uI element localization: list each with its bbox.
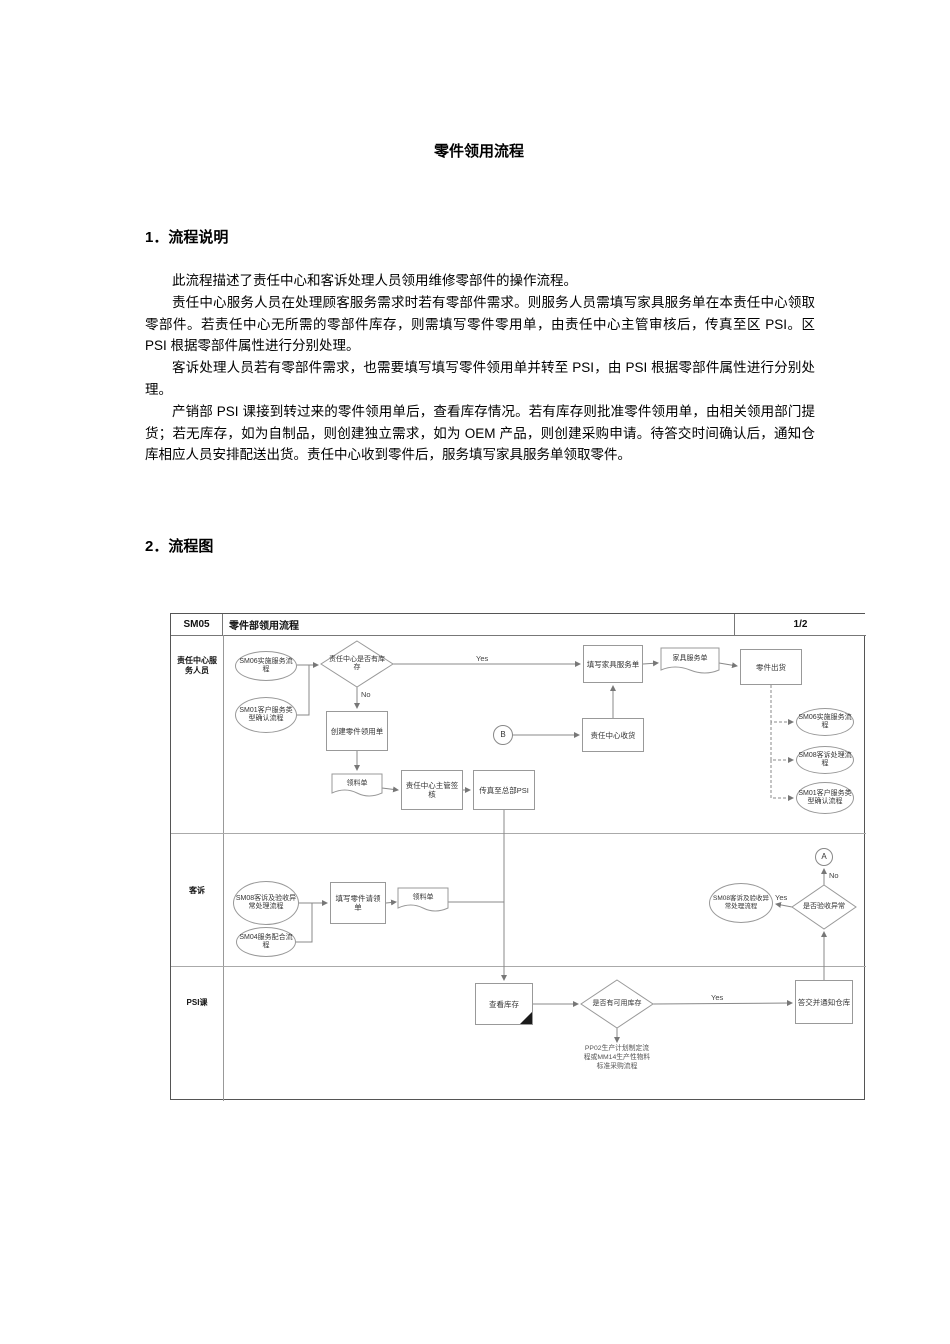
process-oval-sm08-side: SM08客诉及验收异常处理流程	[709, 883, 773, 923]
step-confirm-and-notify-warehouse: 答交并通知仓库	[795, 980, 853, 1024]
connector-a: A	[815, 848, 833, 866]
flowchart-page-number: 1/2	[734, 614, 866, 635]
decision-stock-usable: 是否有可用库存	[592, 999, 642, 1007]
flowchart: SM05 零件部领用流程 1/2 责任中心服务人员 客诉 PSI课	[170, 613, 866, 1101]
lane-label-responsibility-center: 责任中心服务人员	[177, 656, 217, 676]
flow-label-yes: Yes	[711, 993, 724, 1002]
paragraph: 此流程描述了责任中心和客诉处理人员领用维修零部件的操作流程。	[172, 273, 577, 288]
paragraph: 客诉处理人员若有零部件需求，也需要填写填写零件领用单并转至 PSI，由 PSI …	[145, 360, 815, 397]
flow-label-yes: Yes	[775, 893, 788, 902]
header-divider	[171, 635, 866, 636]
decision-stock-available: 责任中心是否有库存	[329, 655, 385, 671]
process-oval-sm08-end: SM08客诉处理流程	[796, 746, 854, 774]
step-check-inventory: 查看库存	[475, 983, 533, 1025]
paragraph: 产销部 PSI 课接到转过来的零件领用单后，查看库存情况。若有库存则批准零件领用…	[145, 403, 815, 463]
step-center-receive-goods: 责任中心收货	[582, 718, 644, 752]
step-fill-furniture-service-form: 填写家具服务单	[583, 645, 643, 683]
document-furniture-service-form: 家具服务单	[672, 654, 708, 662]
lane-label-customer-complaint: 客诉	[189, 886, 205, 895]
lane-separator	[171, 966, 866, 967]
folded-corner-icon	[520, 1012, 532, 1024]
paragraph: 责任中心服务人员在处理顾客服务需求时若有零部件需求。则服务人员需填写家具服务单在…	[145, 294, 815, 354]
connector-b: B	[493, 725, 513, 745]
process-oval-sm04-start: SM04服务配合流程	[236, 927, 296, 957]
flow-connectors	[296, 640, 857, 1043]
flow-label-no: No	[361, 690, 371, 699]
flowchart-code: SM05	[171, 614, 223, 635]
step-fill-parts-request-form: 填写零件请领单	[330, 882, 386, 924]
note-pp02-mm14-process: PP02生产计划制定流程或MM14生产性物料标准采购流程	[583, 1045, 651, 1071]
lane-separator	[171, 833, 866, 834]
decision-acceptance-abnormal: 是否验收异常	[803, 902, 845, 910]
process-oval-sm06-end: SM06实施服务流程	[796, 708, 854, 736]
step-supervisor-sign-off: 责任中心主管签核	[401, 770, 463, 810]
flow-label-yes: Yes	[476, 654, 489, 663]
step-parts-shipment: 零件出货	[740, 649, 802, 685]
step-check-inventory-label: 查看库存	[489, 999, 519, 1009]
process-description: 此流程描述了责任中心和客诉处理人员领用维修零部件的操作流程。 责任中心服务人员在…	[145, 270, 815, 466]
section2-heading: 2．流程图	[145, 538, 214, 555]
flow-label-no: No	[829, 871, 839, 880]
process-oval-sm06-start: SM06实施服务流程	[235, 651, 297, 681]
process-oval-sm01-end: SM01客户服务类型确认流程	[796, 782, 854, 814]
lane-label-divider	[223, 635, 224, 1101]
document-material-requisition-2: 领料单	[412, 893, 434, 901]
document-material-requisition-1: 领料单	[346, 779, 368, 787]
flowchart-title: 零件部领用流程	[223, 614, 734, 635]
section1-heading: 1．流程说明	[145, 229, 229, 246]
lane-label-psi: PSI课	[186, 998, 208, 1007]
step-fax-to-hq-psi: 传真至总部PSI	[473, 770, 535, 810]
process-oval-sm01-start: SM01客户服务类型确认流程	[235, 697, 297, 733]
process-oval-sm08-start: SM08客诉及验收异常处理流程	[233, 881, 299, 925]
page-title: 零件领用流程	[433, 143, 524, 160]
step-create-parts-requisition: 创建零件领用单	[326, 711, 388, 751]
